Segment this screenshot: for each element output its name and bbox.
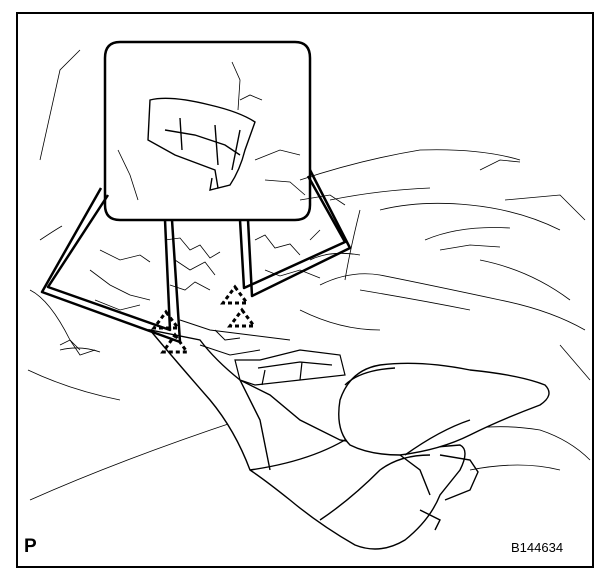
figure-reference-code: B144634	[511, 540, 564, 555]
figure-corner-letter: P	[24, 536, 37, 557]
diagram-border	[16, 12, 594, 568]
dashed-triangle-icon	[227, 307, 257, 328]
console-tray	[234, 349, 346, 386]
zoom-callout	[40, 40, 352, 344]
zoomed-console-cover	[147, 97, 256, 191]
floor-line	[29, 419, 241, 501]
dashed-triangle-icon	[220, 284, 250, 305]
zoomed-background-lines	[117, 61, 306, 201]
dashed-triangle-icon	[160, 332, 190, 354]
clip-marker-group	[151, 284, 257, 354]
shift-area	[179, 319, 291, 356]
dashed-triangle-icon	[151, 309, 181, 330]
console-armrest	[338, 362, 550, 456]
background-interior-lines	[27, 49, 591, 471]
center-console	[148, 328, 479, 550]
